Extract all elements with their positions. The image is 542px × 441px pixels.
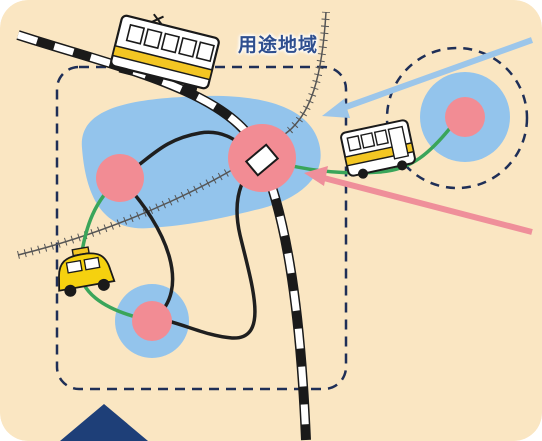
station-icon [244,143,280,177]
train-icon [110,13,220,92]
zoning-area-label: 用途地域 [238,34,319,56]
arrow-to-hub-node [304,166,533,235]
road-south [153,156,264,340]
hub-node-west [96,154,144,202]
hub-node-south [132,301,172,341]
dashed-boundary-east [385,46,529,190]
transit-link-east [260,116,460,175]
bus-icon [340,119,416,179]
hub-node-east [445,97,485,137]
arrow-upward [60,404,148,441]
taxi-icon [58,246,116,297]
arrow-to-core-area [322,37,534,118]
